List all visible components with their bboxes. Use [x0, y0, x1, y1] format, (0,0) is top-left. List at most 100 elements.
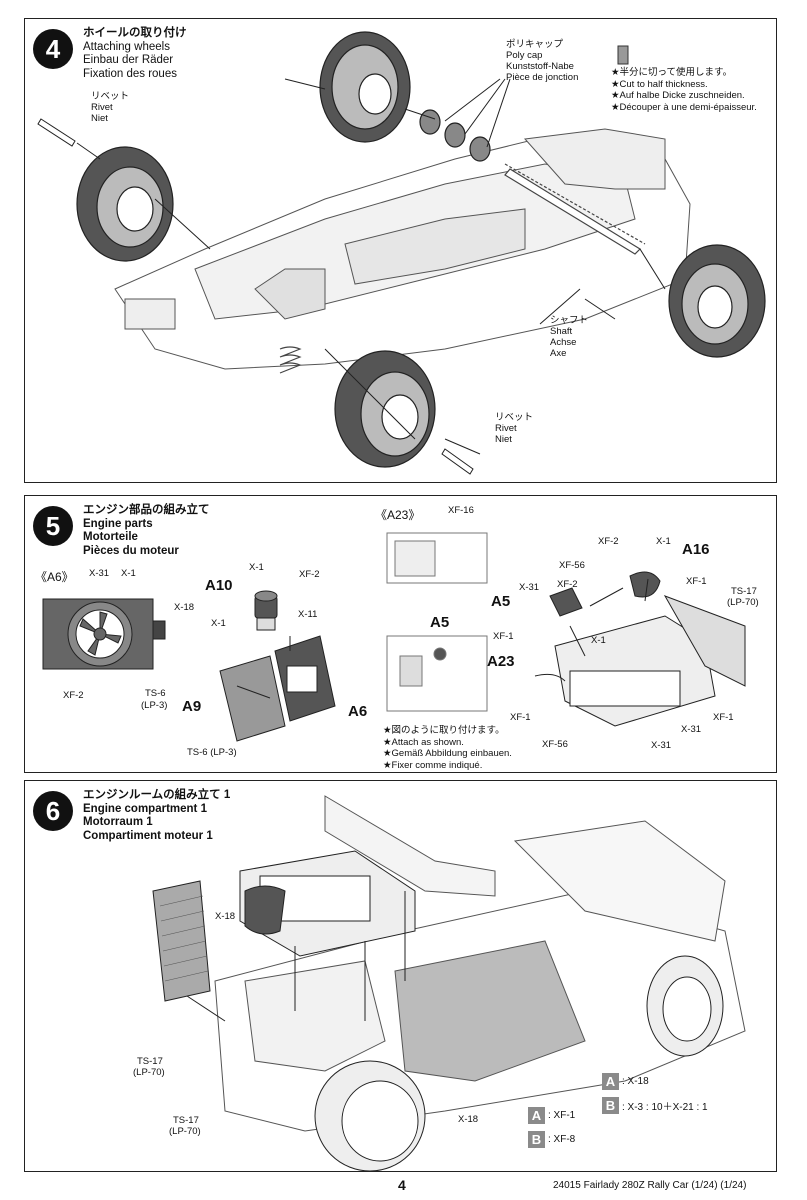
- title-jp: ホイールの取り付け: [83, 27, 187, 39]
- shaft-de: Achse: [550, 337, 577, 348]
- rivet-jp: リベット: [91, 91, 130, 102]
- step-5-panel: 5 エンジン部品の組み立て Engine parts Motorteile Pi…: [24, 495, 777, 773]
- label-x31-b: X-31: [519, 582, 540, 593]
- label-x1-d: X-1: [656, 536, 671, 547]
- label-ts6-a: TS-6: [145, 688, 166, 699]
- label-x18-a: X-18: [174, 602, 195, 613]
- title-en: Engine parts: [83, 517, 153, 530]
- label-x18-a: X-18: [215, 911, 236, 922]
- legend-key: B: [528, 1131, 545, 1148]
- label-lp70: (LP-70): [727, 597, 759, 608]
- attach-note-en: ★Attach as shown.: [383, 736, 464, 748]
- legend-value: : XF-8: [548, 1134, 576, 1145]
- cut-note-de: ★Auf halbe Dicke zuschneiden.: [611, 90, 745, 101]
- polycap-jp: ポリキャップ: [506, 39, 564, 50]
- label-a6: A6: [348, 703, 368, 720]
- label-xf16: XF-16: [448, 505, 474, 516]
- polycap-label: ポリキャップ Poly cap Kunststoff-Nabe Pièce de…: [506, 39, 578, 83]
- title-de: Motorraum 1: [83, 816, 153, 828]
- label-x31-c: X-31: [681, 724, 702, 735]
- label-x11: X-11: [298, 609, 318, 620]
- step-6-panel: 6 エンジンルームの組み立て 1 Engine compartment 1 Mo…: [24, 780, 777, 1172]
- rivet-de: Niet: [495, 434, 512, 445]
- title-fr: Pièces du moteur: [83, 544, 179, 557]
- legend-key: A: [602, 1073, 619, 1090]
- step-4-panel: 4 ホイールの取り付け Attaching wheels Einbau der …: [24, 18, 777, 483]
- label-xf1-d: XF-1: [713, 712, 734, 723]
- label-a23: A23: [487, 653, 515, 670]
- label-ts17: TS-17: [731, 586, 757, 597]
- cut-note: ★半分に切って使用します。 ★Cut to half thickness. ★A…: [611, 67, 757, 113]
- label-lp70-a: (LP-70): [133, 1067, 165, 1078]
- label-x1-a: X-1: [121, 568, 136, 579]
- label-xf1-b: XF-1: [493, 631, 514, 642]
- a23-ref: 《A23》: [375, 508, 421, 522]
- step-5-number: 5: [33, 506, 73, 546]
- polycap-en: Poly cap: [506, 50, 543, 61]
- rivet-en: Rivet: [91, 102, 113, 113]
- label-x1-c: X-1: [211, 618, 226, 629]
- step-4-title: ホイールの取り付け Attaching wheels Einbau der Rä…: [83, 27, 187, 81]
- rivet-de: Niet: [91, 113, 108, 124]
- step-6-title: エンジンルームの組み立て 1 Engine compartment 1 Moto…: [83, 789, 230, 843]
- legend-b2: B : XF-8: [528, 1131, 575, 1148]
- cut-note-fr: ★Découper à une demi-épaisseur.: [611, 101, 757, 113]
- label-ts6-b: TS-6 (LP-3): [187, 747, 237, 758]
- legend-b1: B : X-3 : 10＋X-21 : 1: [602, 1097, 708, 1114]
- attach-note-fr: ★Fixer comme indiqué.: [383, 759, 483, 771]
- attach-note: ★図のように取り付けます。 ★Attach as shown. ★Gemäß A…: [383, 725, 512, 771]
- page-number: 4: [398, 1177, 406, 1193]
- footer-code: 24015 Fairlady 280Z Rally Car (1/24) (1/…: [553, 1180, 747, 1191]
- cut-note-jp: ★半分に切って使用します。: [611, 67, 733, 78]
- label-xf1-a: XF-1: [686, 576, 707, 587]
- step-5-illustration: [42, 532, 746, 742]
- shaft-jp: シャフト: [550, 315, 589, 326]
- legend-value: : XF-1: [548, 1110, 576, 1121]
- label-xf2-d: XF-2: [557, 579, 578, 590]
- label-x18-b: X-18: [458, 1114, 479, 1125]
- label-x1-b: X-1: [249, 562, 264, 573]
- legend-key: B: [602, 1097, 619, 1114]
- label-xf2-a: XF-2: [63, 690, 84, 701]
- polycap-fr: Pièce de jonction: [506, 72, 579, 83]
- label-xf56-a: XF-56: [559, 560, 585, 571]
- rivet-jp: リベット: [495, 412, 534, 423]
- legend-value: : X-3 : 10＋X-21 : 1: [622, 1102, 708, 1113]
- label-lp70-b: (LP-70): [169, 1126, 201, 1137]
- label-a5-top: A5: [430, 614, 450, 631]
- title-jp: エンジン部品の組み立て: [83, 504, 210, 516]
- shaft-en: Shaft: [550, 326, 573, 337]
- title-en: Attaching wheels: [83, 40, 170, 53]
- label-a16: A16: [682, 541, 710, 558]
- label-a9: A9: [182, 698, 202, 715]
- legend-value: : X-18: [622, 1076, 649, 1087]
- label-x31-d: X-31: [651, 740, 672, 751]
- label-xf2-c: XF-2: [598, 536, 619, 547]
- attach-note-jp: ★図のように取り付けます。: [383, 725, 505, 736]
- label-x31-a: X-31: [89, 568, 110, 579]
- polycap-de: Kunststoff-Nabe: [506, 61, 574, 72]
- legend-a1: A : X-18: [602, 1073, 649, 1090]
- step-6-illustration: [152, 795, 746, 1172]
- a6-ref: 《A6》: [35, 570, 74, 584]
- label-a5: A5: [491, 593, 511, 610]
- step-6-number: 6: [33, 791, 73, 831]
- shaft-fr: Axe: [550, 348, 567, 359]
- wheel-top: [319, 31, 411, 143]
- title-en: Engine compartment 1: [83, 802, 207, 815]
- attach-note-de: ★Gemäß Abbildung einbauen.: [383, 748, 512, 759]
- title-de: Motorteile: [83, 531, 138, 543]
- step-5-title: エンジン部品の組み立て Engine parts Motorteile Pièc…: [83, 504, 210, 558]
- legend-a2: A : XF-1: [528, 1107, 575, 1124]
- title-fr: Compartiment moteur 1: [83, 829, 213, 842]
- label-xf1-c: XF-1: [510, 712, 531, 723]
- label-xf2-b: XF-2: [299, 569, 320, 580]
- shaft-label: シャフト Shaft Achse Axe: [550, 315, 588, 359]
- title-fr: Fixation des roues: [83, 67, 177, 80]
- rivet-label-top: リベット Rivet Niet: [91, 91, 129, 124]
- title-de: Einbau der Räder: [83, 54, 174, 66]
- step-4-number: 4: [33, 29, 73, 69]
- cut-note-en: ★Cut to half thickness.: [611, 78, 708, 90]
- wheel-left: [76, 146, 174, 262]
- label-a10: A10: [205, 577, 233, 594]
